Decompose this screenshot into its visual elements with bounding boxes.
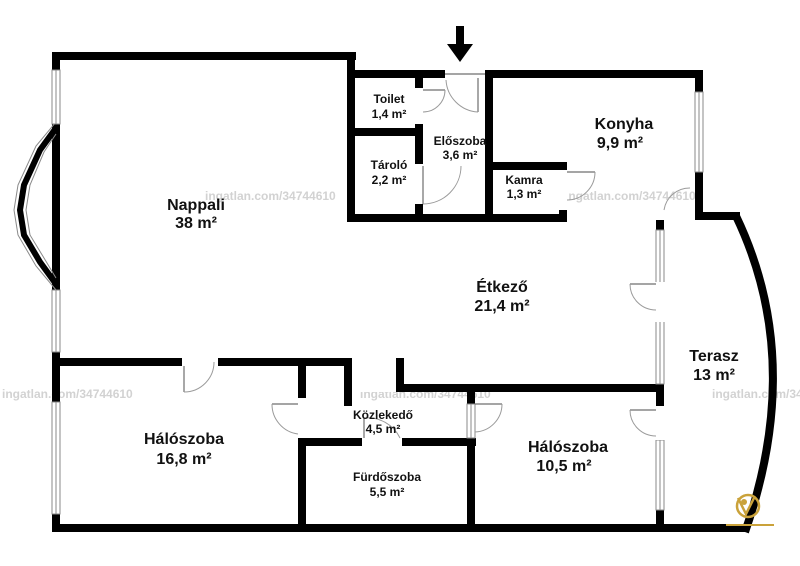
room-name: Fürdőszoba [353,470,421,484]
room-eloszoba: Előszoba 3,6 m² [434,134,487,162]
room-terasz: Terasz 13 m² [689,348,739,384]
wall [396,358,404,392]
room-area: 3,6 m² [443,148,478,162]
watermark: ingatlan.com/34744610 [2,387,133,401]
room-kamra: Kamra 1,3 m² [505,173,543,201]
room-area: 10,5 m² [536,458,591,475]
wall [396,384,664,392]
room-area: 16,8 m² [156,451,211,468]
room-area: 2,2 m² [372,173,407,187]
room-kozlekedo: Közlekedő 4,5 m² [353,408,413,436]
room-name: Étkező [476,277,528,296]
room-area: 38 m² [175,215,217,232]
room-etkezo: Étkező 21,4 m² [474,277,529,315]
room-name: Terasz [689,348,739,365]
room-area: 4,5 m² [366,422,401,436]
room-name: Hálószoba [528,439,608,456]
room-area: 1,4 m² [372,107,407,121]
wall [298,358,306,398]
room-name: Előszoba [434,134,487,148]
wall [52,524,667,532]
room-area: 5,5 m² [370,485,405,499]
wall [344,358,352,406]
wall [298,438,306,532]
room-name: Nappali [167,197,225,214]
wall [218,358,352,366]
wall [421,70,445,78]
room-area: 9,9 m² [597,135,643,152]
wall [467,384,475,404]
terrace-wall [732,214,777,534]
wall [467,438,475,532]
room-name: Közlekedő [353,408,413,422]
room-nappali: Nappali 38 m² [167,197,225,232]
room-area: 21,4 m² [474,298,529,315]
wall [695,212,740,220]
room-name: Kamra [505,173,543,187]
wall [347,128,423,136]
wall [656,384,664,406]
watermark: ingatlan.com/34744610 [565,189,696,203]
room-furdoszoba: Fürdőszoba 5,5 m² [353,470,421,499]
watermark: ingatlan.com/34744610 [205,189,336,203]
doors [182,68,691,448]
room-name: Tároló [371,158,408,172]
room-labels: Nappali 38 m² Toilet 1,4 m² Előszoba 3,6… [144,92,739,499]
door [663,187,691,211]
wall [347,52,355,222]
wall [656,220,664,230]
entrance-arrow-icon [447,26,473,62]
bay-window [13,121,59,291]
room-area: 1,3 m² [507,187,542,201]
watermark: ingatlan.com/34744610 [712,387,800,401]
room-toilet: Toilet 1,4 m² [372,92,407,121]
room-name: Hálószoba [144,431,224,448]
wall [660,524,746,532]
room-konyha: Konyha 9,9 m² [595,116,654,152]
room-haloszoba-2: Hálószoba 10,5 m² [528,439,608,475]
wall [485,162,567,170]
room-name: Konyha [595,116,654,133]
room-haloszoba-1: Hálószoba 16,8 m² [144,431,224,468]
wall [347,70,421,78]
agency-logo-icon [726,493,774,526]
room-area: 13 m² [693,367,735,384]
wall [52,52,356,60]
wall [415,70,423,222]
wall [52,358,182,366]
wall [485,70,493,222]
room-name: Toilet [373,92,404,106]
wall [485,70,703,78]
wall [485,214,567,222]
wall [421,214,495,222]
wall [347,214,423,222]
room-tarolo: Tároló 2,2 m² [371,158,408,187]
